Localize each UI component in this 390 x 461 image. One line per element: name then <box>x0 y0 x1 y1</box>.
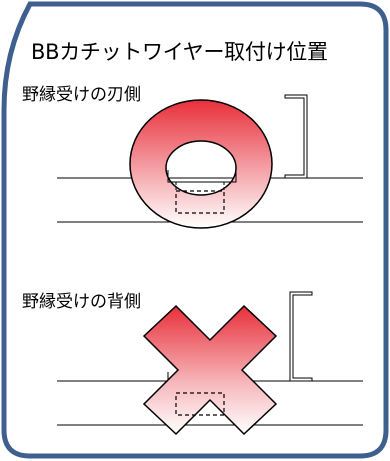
wire-clip-top <box>167 170 237 183</box>
correct-position-label: 野縁受けの刃側 <box>22 85 141 105</box>
channel-profile-top <box>284 94 308 179</box>
diagram-title: BBカチットワイヤー取付け位置 <box>31 40 328 64</box>
wrong-position-label: 野縁受けの背側 <box>22 292 141 312</box>
channel-profile-bottom <box>289 291 313 382</box>
wrong-cross-mark <box>142 304 278 436</box>
correct-ring-mark <box>129 99 273 229</box>
clip-outline-top <box>175 190 225 214</box>
clip-outline-bottom <box>175 392 225 416</box>
